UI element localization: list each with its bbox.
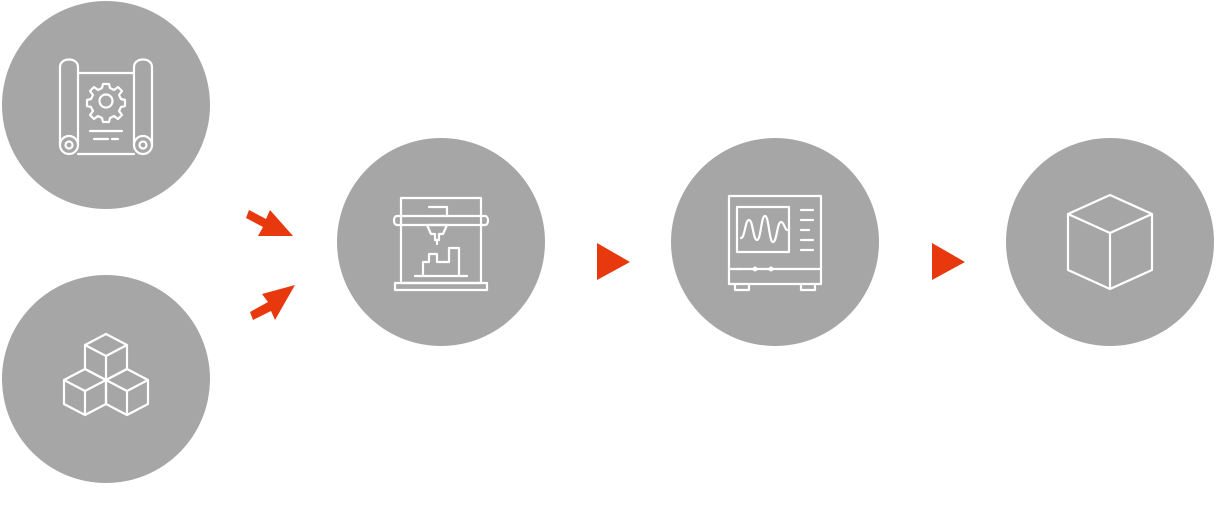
materials-node: [2, 275, 210, 483]
printing-to-testing-arrow: [596, 242, 632, 282]
printing-node: [337, 138, 545, 346]
triangle-arrow-icon: [932, 243, 965, 280]
design-node: [2, 1, 210, 209]
testing-to-product-arrow: [931, 242, 967, 282]
testing-node: [671, 138, 879, 346]
oscilloscope-icon: [727, 194, 823, 292]
cube-icon: [1066, 193, 1154, 291]
product-node: [1006, 138, 1214, 346]
design-to-printing-arrow: [245, 198, 297, 242]
triangle-arrow-icon: [597, 243, 630, 280]
3d-printer-icon: [392, 196, 490, 292]
stacked-cubes-icon: [62, 332, 150, 417]
blueprint-gear-icon: [58, 58, 154, 156]
arrow-icon: [250, 285, 295, 320]
arrow-icon: [246, 210, 293, 236]
materials-to-printing-arrow: [245, 280, 299, 324]
